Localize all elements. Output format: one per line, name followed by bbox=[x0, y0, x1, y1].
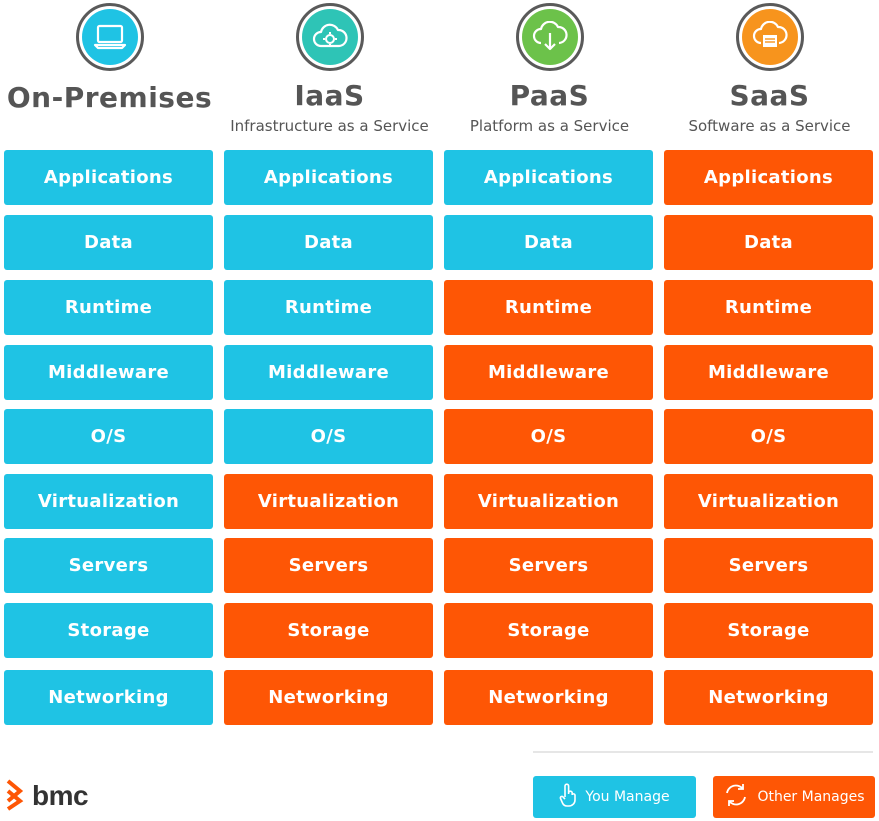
cloud-gear-icon bbox=[295, 3, 364, 71]
column-paas: PaaS Platform as a Service bbox=[444, 0, 655, 150]
layer-cell-o-s: O/S bbox=[664, 409, 873, 464]
layer-cell-applications: Applications bbox=[4, 150, 213, 205]
layer-cell-virtualization: Virtualization bbox=[4, 474, 213, 529]
layer-cell-networking: Networking bbox=[224, 670, 433, 725]
cloud-download-icon bbox=[515, 3, 584, 71]
column-subtitle: Software as a Service bbox=[688, 117, 851, 135]
layer-cell-servers: Servers bbox=[444, 538, 653, 593]
column-title: IaaS bbox=[294, 79, 365, 112]
layer-cell-o-s: O/S bbox=[224, 409, 433, 464]
layer-cell-o-s: O/S bbox=[4, 409, 213, 464]
bmc-chevron-icon bbox=[4, 777, 28, 815]
column-title: SaaS bbox=[729, 79, 810, 112]
column-title: PaaS bbox=[509, 79, 590, 112]
column-on-premises: On-Premises bbox=[4, 0, 215, 150]
layer-cell-runtime: Runtime bbox=[664, 280, 873, 335]
layer-cell-virtualization: Virtualization bbox=[444, 474, 653, 529]
layer-cell-virtualization: Virtualization bbox=[664, 474, 873, 529]
column-header: IaaS Infrastructure as a Service bbox=[224, 0, 435, 150]
column-header: SaaS Software as a Service bbox=[664, 0, 875, 150]
bmc-logo: bmc bbox=[4, 776, 89, 816]
layer-cell-applications: Applications bbox=[224, 150, 433, 205]
layer-cell-networking: Networking bbox=[444, 670, 653, 725]
layer-cell-servers: Servers bbox=[664, 538, 873, 593]
laptop-icon bbox=[75, 3, 144, 71]
layer-cell-virtualization: Virtualization bbox=[224, 474, 433, 529]
layer-cell-middleware: Middleware bbox=[224, 345, 433, 400]
refresh-icon bbox=[723, 783, 749, 811]
hand-pointer-icon bbox=[559, 783, 577, 811]
layer-cell-data: Data bbox=[4, 215, 213, 270]
layer-cell-applications: Applications bbox=[664, 150, 873, 205]
layer-cell-middleware: Middleware bbox=[664, 345, 873, 400]
column-saas: SaaS Software as a Service bbox=[664, 0, 875, 150]
layer-cell-runtime: Runtime bbox=[224, 280, 433, 335]
layer-cell-middleware: Middleware bbox=[444, 345, 653, 400]
column-title: On-Premises bbox=[6, 81, 213, 114]
column-iaas: IaaS Infrastructure as a Service bbox=[224, 0, 435, 150]
layer-cell-servers: Servers bbox=[224, 538, 433, 593]
layer-cell-middleware: Middleware bbox=[4, 345, 213, 400]
layer-cell-runtime: Runtime bbox=[4, 280, 213, 335]
legend-other-manages: Other Manages bbox=[713, 776, 875, 818]
column-header: PaaS Platform as a Service bbox=[444, 0, 655, 150]
layer-cell-data: Data bbox=[664, 215, 873, 270]
layer-cell-storage: Storage bbox=[224, 603, 433, 658]
legend-other-manages-label: Other Manages bbox=[757, 789, 865, 805]
legend-you-manage: You Manage bbox=[533, 776, 696, 818]
layer-cell-data: Data bbox=[224, 215, 433, 270]
layer-cell-servers: Servers bbox=[4, 538, 213, 593]
legend-divider bbox=[533, 751, 873, 753]
column-header: On-Premises bbox=[4, 0, 215, 150]
layer-cell-data: Data bbox=[444, 215, 653, 270]
layer-cell-storage: Storage bbox=[444, 603, 653, 658]
legend-you-manage-label: You Manage bbox=[585, 789, 670, 805]
layer-cell-networking: Networking bbox=[4, 670, 213, 725]
layer-cell-runtime: Runtime bbox=[444, 280, 653, 335]
layer-cell-applications: Applications bbox=[444, 150, 653, 205]
layer-cell-storage: Storage bbox=[664, 603, 873, 658]
column-subtitle: Platform as a Service bbox=[469, 117, 630, 135]
layer-cell-storage: Storage bbox=[4, 603, 213, 658]
column-subtitle: Infrastructure as a Service bbox=[230, 117, 429, 135]
layer-cell-o-s: O/S bbox=[444, 409, 653, 464]
bmc-wordmark: bmc bbox=[32, 780, 89, 811]
cloud-window-icon bbox=[735, 3, 804, 71]
layer-cell-networking: Networking bbox=[664, 670, 873, 725]
